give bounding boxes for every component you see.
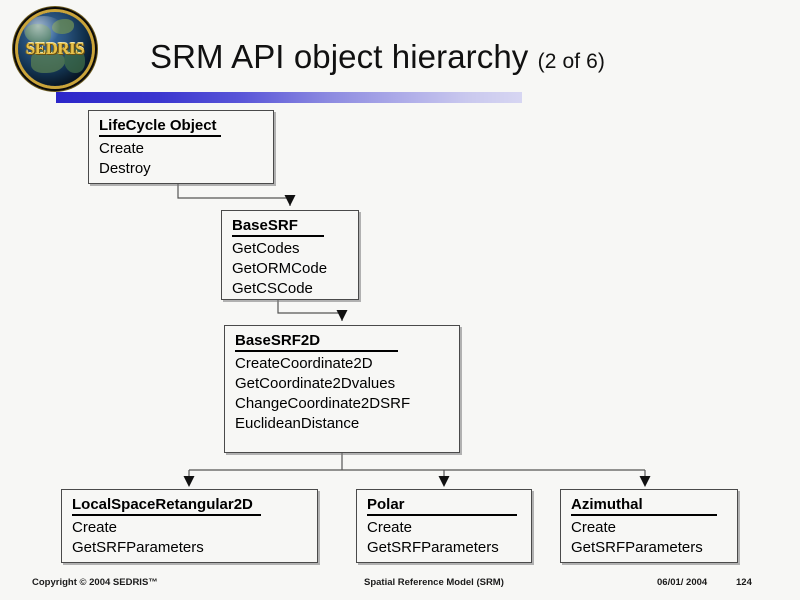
class-method: Destroy	[99, 159, 151, 177]
class-method: GetORMCode	[232, 259, 328, 277]
logo-wordmark: SEDRIS	[25, 39, 85, 58]
class-box-basesrf2d[interactable]: BaseSRF2D CreateCoordinate2D GetCoordina…	[224, 325, 460, 453]
class-method: GetSRFParameters	[367, 538, 499, 556]
footer-document-title: Spatial Reference Model (SRM)	[364, 577, 504, 588]
class-method: GetCoordinate2Dvalues	[235, 374, 396, 392]
class-method: Create	[367, 519, 413, 536]
class-box-polar[interactable]: Polar Create GetSRFParameters	[356, 489, 532, 563]
class-method: ChangeCoordinate2DSRF	[235, 394, 411, 412]
page-title-suffix: (2 of 6)	[537, 50, 605, 73]
page-title-main: SRM API object hierarchy	[150, 38, 529, 75]
sedris-logo-icon: SEDRIS	[18, 12, 92, 86]
class-box-localspaceretangular2d[interactable]: LocalSpaceRetangular2D Create GetSRFPara…	[61, 489, 318, 563]
class-name: LocalSpaceRetangular2D	[72, 496, 261, 516]
class-box-lifecycle-object[interactable]: LifeCycle Object Create Destroy	[88, 110, 274, 184]
footer-page-number: 124	[736, 577, 752, 588]
class-method: Create	[72, 519, 118, 536]
arrowhead-polar	[438, 476, 450, 487]
class-method: GetSRFParameters	[571, 538, 703, 556]
class-method: GetSRFParameters	[72, 538, 204, 556]
arrowhead-lsr2d	[183, 476, 195, 487]
page-title: SRM API object hierarchy (2 of 6)	[150, 38, 605, 76]
class-method: GetCodes	[232, 240, 300, 257]
class-method: CreateCoordinate2D	[235, 355, 373, 372]
arrowhead-azimuthal	[639, 476, 651, 487]
class-name: Polar	[367, 496, 517, 516]
class-name: LifeCycle Object	[99, 117, 221, 137]
class-name: BaseSRF	[232, 217, 324, 237]
footer-date: 06/01/ 2004	[657, 577, 708, 588]
class-method: Create	[571, 519, 617, 536]
class-box-azimuthal[interactable]: Azimuthal Create GetSRFParameters	[560, 489, 738, 563]
class-box-basesrf[interactable]: BaseSRF GetCodes GetORMCode GetCSCode	[221, 210, 359, 300]
class-method: Create	[99, 140, 145, 157]
class-name: Azimuthal	[571, 496, 717, 516]
class-method: GetCSCode	[232, 279, 313, 297]
title-gradient-rule	[56, 92, 522, 103]
arrowhead-basesrf2d	[336, 310, 348, 321]
footer-copyright: Copyright © 2004 SEDRIS™	[32, 577, 158, 588]
class-name: BaseSRF2D	[235, 332, 399, 352]
arrowhead-basesrf	[284, 195, 296, 206]
class-method: EuclideanDistance	[235, 414, 360, 432]
